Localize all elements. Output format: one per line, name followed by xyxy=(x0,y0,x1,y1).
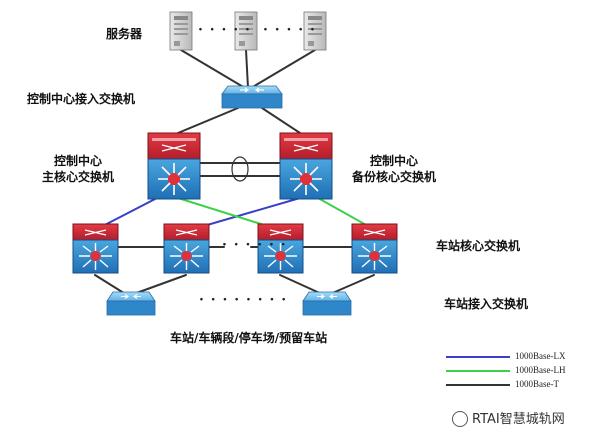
main-core-switch-icon xyxy=(147,132,201,200)
link-aggregation-ring xyxy=(231,156,249,182)
watermark: RTAI智慧城轨网 xyxy=(452,408,565,428)
legend-label-t: 1000Base-T xyxy=(515,379,559,389)
station-core-switch-icon xyxy=(163,223,210,274)
station-access-ellipsis: · · · · · · · · xyxy=(199,292,288,308)
link-server1-access xyxy=(180,49,246,89)
station-core-switch-label: 车站核心交换机 xyxy=(436,239,521,253)
station-access-switch-icon xyxy=(302,291,352,316)
wechat-icon xyxy=(452,410,468,427)
link-access-backup-core xyxy=(261,107,301,134)
backup-core-label: 控制中心 备份核心交换机 xyxy=(352,153,436,185)
main-core-label-line1: 控制中心 xyxy=(54,154,103,168)
server-icon xyxy=(234,11,258,51)
main-core-label-line2: 主核心交换机 xyxy=(42,170,115,184)
main-core-label: 控制中心 主核心交换机 xyxy=(42,153,114,185)
server-group xyxy=(169,11,327,51)
station-core-switch-icon xyxy=(257,223,304,274)
legend-label-lh: 1000Base-LH xyxy=(515,365,566,375)
control-access-switch-icon xyxy=(221,85,283,109)
backup-core-switch-icon xyxy=(279,132,333,200)
link-server3-access xyxy=(250,49,316,89)
station-core-ellipsis: · · · · · · xyxy=(222,237,287,253)
station-access-switch-icon xyxy=(106,291,156,316)
servers-ellipsis: · · · · · xyxy=(198,22,251,38)
control-access-switch-label: 控制中心接入交换机 xyxy=(27,92,136,106)
server-icon xyxy=(303,11,327,51)
watermark-text: RTAI智慧城轨网 xyxy=(472,412,565,427)
server-icon xyxy=(169,11,193,51)
locations-label: 车站/车辆段/停车场/预留车站 xyxy=(170,331,328,345)
legend-label-lx: 1000Base-LX xyxy=(515,351,566,361)
servers-ellipsis-2: · · · · · xyxy=(263,22,316,38)
legend-lines xyxy=(446,356,510,386)
station-access-switch-label: 车站接入交换机 xyxy=(444,297,529,311)
station-core-switch-icon xyxy=(351,223,398,274)
link-server2-access xyxy=(245,49,249,89)
station-core-switch-icon xyxy=(72,223,119,274)
backup-core-label-line1: 控制中心 xyxy=(370,154,419,168)
backup-core-label-line2: 备份核心交换机 xyxy=(352,170,437,184)
link-access-main-core xyxy=(177,107,239,134)
servers-label: 服务器 xyxy=(106,27,143,41)
